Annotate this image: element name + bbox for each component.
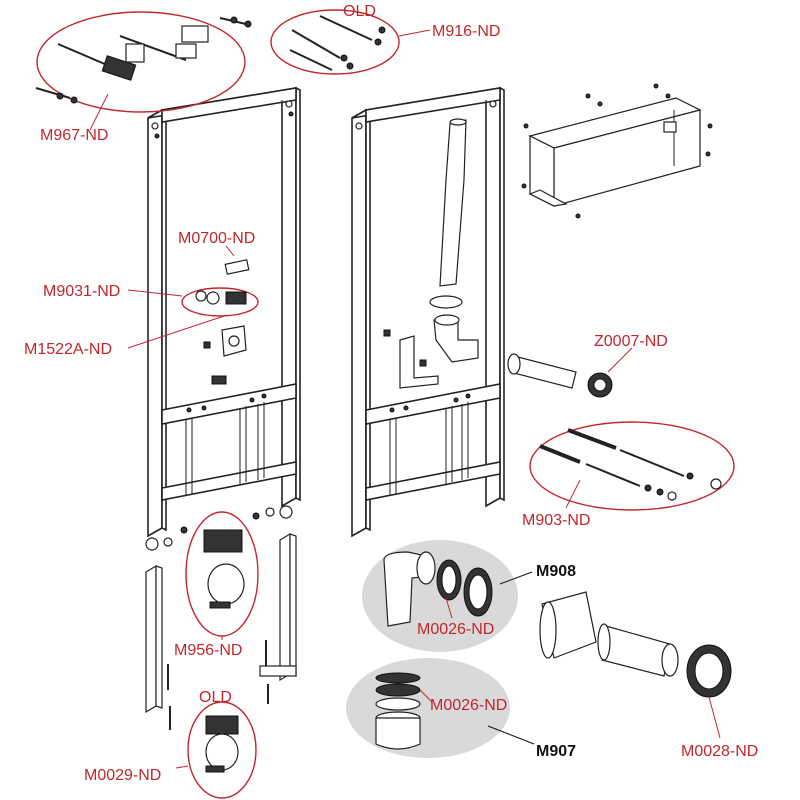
label-m9031: M9031-ND bbox=[43, 283, 120, 300]
label-m0028: M0028-ND bbox=[681, 743, 758, 760]
label-old-bottom: OLD bbox=[199, 689, 232, 706]
left-lower-parts bbox=[145, 505, 297, 730]
label-m1522a: M1522A-ND bbox=[24, 341, 112, 358]
label-m0026-a: M0026-ND bbox=[417, 621, 494, 638]
label-m967: M967-ND bbox=[40, 127, 108, 144]
label-m916: M916-ND bbox=[432, 23, 500, 40]
m9031-seal-group bbox=[127, 287, 259, 349]
z0007-pipe-seal bbox=[507, 347, 633, 398]
right-mounting-frame bbox=[351, 86, 505, 538]
m956-clamp-set bbox=[185, 511, 259, 640]
label-old-top: OLD bbox=[343, 3, 376, 20]
label-m956: M956-ND bbox=[174, 642, 242, 659]
m0028-pipe-set bbox=[539, 591, 732, 739]
label-m0700: M0700-ND bbox=[178, 230, 255, 247]
m967-anchor-set bbox=[35, 11, 252, 131]
part-labels: OLD M916-ND M967-ND M0700-ND M9031-ND M1… bbox=[24, 3, 758, 784]
label-m907: M907 bbox=[536, 743, 576, 760]
label-m0026-b: M0026-ND bbox=[430, 697, 507, 714]
label-m0029: M0029-ND bbox=[84, 767, 161, 784]
label-z0007: Z0007-ND bbox=[594, 333, 668, 350]
m908-bend-set bbox=[362, 540, 533, 652]
cistern-box-bracket bbox=[521, 83, 713, 219]
left-mounting-frame bbox=[147, 86, 301, 538]
m916-anchor-set bbox=[270, 9, 431, 75]
m907-connector-set bbox=[346, 658, 535, 758]
label-m903: M903-ND bbox=[522, 512, 590, 529]
m0700-pipe-connector bbox=[224, 245, 250, 275]
m903-mounting-rods bbox=[529, 421, 735, 511]
m0029-clamp bbox=[175, 701, 257, 799]
label-m908: M908 bbox=[536, 563, 576, 580]
